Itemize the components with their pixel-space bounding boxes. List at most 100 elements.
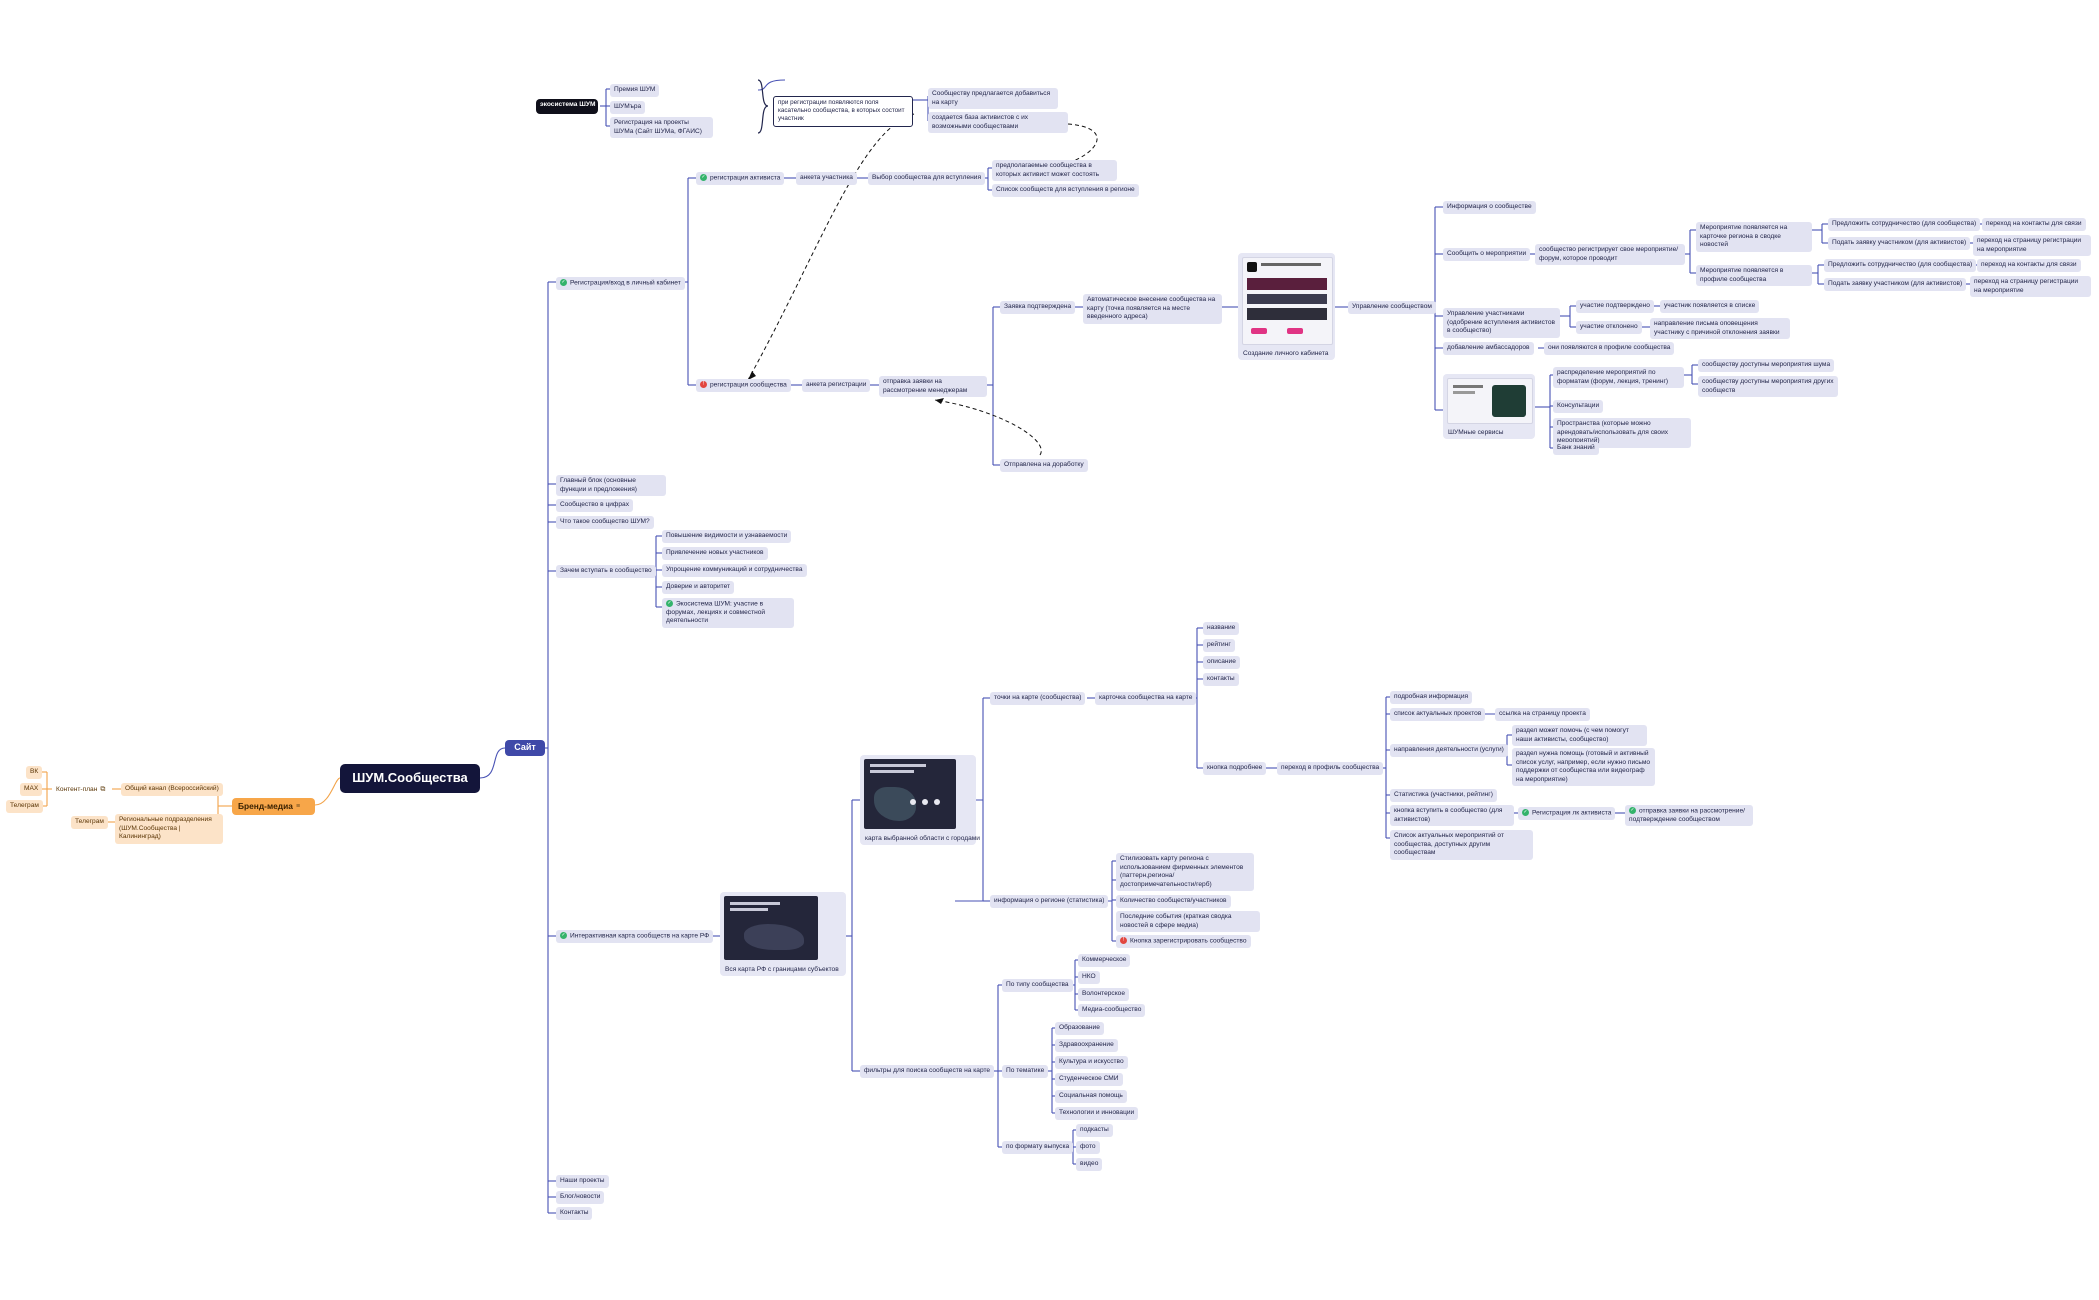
why-node[interactable]: Зачем вступать в сообщество: [556, 565, 656, 578]
topic-item-culture[interactable]: Культура и искусство: [1055, 1056, 1128, 1069]
req2-go-node[interactable]: переход на страницу регистрации на мероп…: [1970, 276, 2091, 298]
profile-item-details[interactable]: подробная информация: [1390, 691, 1473, 704]
card-item-name[interactable]: название: [1203, 622, 1240, 635]
events-node[interactable]: Сообщить о мероприятии: [1443, 248, 1531, 261]
req2-node[interactable]: Подать заявку участником (для активистов…: [1824, 278, 1967, 291]
svc-distribution-node[interactable]: распределение мероприятий по форматам (ф…: [1553, 367, 1684, 389]
points-node[interactable]: точки на карте (сообщества): [990, 692, 1086, 705]
main-block-node[interactable]: Главный блок (основные функции и предлож…: [556, 475, 666, 497]
svc-d1-node[interactable]: сообществу доступны мероприятия шума: [1698, 359, 1835, 372]
coop1-go-node[interactable]: переход на контакты для связи: [1982, 218, 2086, 231]
type-item-nko[interactable]: НКО: [1078, 971, 1100, 984]
activist-reg-node[interactable]: ✓регистрация активиста: [696, 172, 785, 185]
map-node[interactable]: ✓Интерактивная карта сообществ на карте …: [556, 930, 714, 943]
eco-item-registration[interactable]: Регистрация на проекты ШУМа (Сайт ШУМа, …: [610, 117, 713, 139]
vk-node[interactable]: ВК: [26, 766, 43, 779]
svc-knowledge-node[interactable]: Банк знаний: [1553, 442, 1599, 455]
brand-media-node[interactable]: Бренд-медиа≡: [232, 798, 315, 815]
why-item-members[interactable]: Привлечение новых участников: [662, 547, 768, 560]
ambassadors-result[interactable]: они появляются в профиле сообщества: [1544, 342, 1675, 355]
member-no-result[interactable]: направление письма оповещения участнику …: [1650, 318, 1790, 340]
root-node[interactable]: ШУМ.Сообщества: [340, 764, 480, 793]
activist-form-node[interactable]: анкета участника: [796, 172, 857, 185]
community-form-node[interactable]: анкета регистрации: [802, 379, 871, 392]
join-reg-node[interactable]: ✓Регистрация лк активиста: [1518, 807, 1616, 820]
coop1-node[interactable]: Предложить сотрудничество (для сообществ…: [1828, 218, 1981, 231]
manage-node[interactable]: Управление сообществом: [1348, 301, 1436, 314]
project-link-node[interactable]: ссылка на страницу проекта: [1495, 708, 1590, 721]
stats-item-news[interactable]: Последние события (краткая сводка новост…: [1116, 911, 1260, 933]
more-button-node[interactable]: кнопка подробнее: [1203, 762, 1267, 775]
filter-topic-node[interactable]: По тематике: [1002, 1065, 1049, 1078]
topic-item-health[interactable]: Здравоохранение: [1055, 1039, 1118, 1052]
why-item-communication[interactable]: Упрощение коммуникаций и сотрудничества: [662, 564, 807, 577]
stats-node[interactable]: информация о регионе (статистика): [990, 895, 1109, 908]
events-reg-node[interactable]: сообщество регистрирует свое мероприятие…: [1535, 244, 1685, 266]
eco-item-shumera[interactable]: ШУМъра: [610, 101, 646, 114]
send-request-node[interactable]: отправка заявки на рассмотрение менеджер…: [879, 376, 987, 398]
type-item-media[interactable]: Медиа-сообщество: [1078, 1004, 1146, 1017]
type-item-commercial[interactable]: Коммерческое: [1078, 954, 1131, 967]
stats-item-count[interactable]: Количество сообществ/участников: [1116, 895, 1231, 908]
card-item-contacts[interactable]: контакты: [1203, 673, 1239, 686]
members-node[interactable]: Управление участниками (одобрение вступл…: [1443, 308, 1560, 338]
rf-map-card[interactable]: Вся карта РФ с границами субъектов: [720, 892, 846, 976]
filter-format-node[interactable]: по формату выпуска: [1002, 1141, 1074, 1154]
rework-node[interactable]: Отправлена на доработку: [1000, 459, 1088, 472]
approved-node[interactable]: Заявка подтверждена: [1000, 301, 1076, 314]
why-item-trust[interactable]: Доверие и авторитет: [662, 581, 735, 594]
filters-node[interactable]: фильтры для поиска сообществ на карте: [860, 1065, 995, 1078]
profile-item-projects[interactable]: список актуальных проектов: [1390, 708, 1486, 721]
profile-node[interactable]: переход в профиль сообщества: [1277, 762, 1384, 775]
projects-node[interactable]: Наши проекты: [556, 1175, 609, 1188]
svc-consult-node[interactable]: Консультации: [1553, 400, 1604, 413]
general-channel-node[interactable]: Общий канал (Всероссийский): [121, 783, 223, 796]
auto-add-node[interactable]: Автоматическое внесение сообщества на ка…: [1083, 294, 1222, 324]
member-ok-result[interactable]: участник появляется в списке: [1660, 300, 1760, 313]
cabinet-card[interactable]: Создание личного кабинета: [1238, 253, 1335, 360]
stats-item-style[interactable]: Стилизовать карту региона с использовани…: [1116, 853, 1254, 892]
numbers-node[interactable]: Сообщество в цифрах: [556, 499, 633, 512]
req1-go-node[interactable]: переход на страницу регистрации на мероп…: [1973, 235, 2091, 257]
stats-item-register-button[interactable]: !Кнопка зарегистрировать сообщество: [1116, 935, 1251, 948]
card-item-description[interactable]: описание: [1203, 656, 1240, 669]
choose-list-node[interactable]: Список сообществ для вступления в регион…: [992, 184, 1139, 197]
regional-node[interactable]: Региональные подразделения (ШУМ.Сообщест…: [115, 814, 223, 844]
req1-node[interactable]: Подать заявку участником (для активистов…: [1828, 237, 1971, 250]
region-map-card[interactable]: карта выбранной области с городами: [860, 755, 980, 845]
profile-item-stats[interactable]: Статистика (участники, рейтинг): [1390, 789, 1497, 802]
profile-item-join[interactable]: кнопка вступить в сообщество (для активи…: [1390, 805, 1514, 827]
services-card[interactable]: ШУМные сервисы: [1443, 374, 1535, 439]
contacts-node[interactable]: Контакты: [556, 1207, 593, 1220]
telegram-node-2[interactable]: Телеграм: [71, 816, 108, 829]
why-item-ecosystem[interactable]: ✓Экосистема ШУМ: участие в форумах, лекц…: [662, 598, 794, 628]
topic-item-education[interactable]: Образование: [1055, 1022, 1104, 1035]
format-item-photo[interactable]: фото: [1076, 1141, 1100, 1154]
card-node[interactable]: карточка сообщества на карте: [1095, 692, 1197, 705]
format-item-video[interactable]: видео: [1076, 1158, 1103, 1171]
eco-base[interactable]: создается база активистов с их возможным…: [928, 112, 1068, 134]
filter-type-node[interactable]: По типу сообщества: [1002, 979, 1073, 992]
svc-d2-node[interactable]: сообществу доступны мероприятия других с…: [1698, 376, 1838, 398]
eco-offer[interactable]: Сообществу предлагается добавиться на ка…: [928, 88, 1058, 110]
info-node[interactable]: Информация о сообществе: [1443, 201, 1536, 214]
choose-community-node[interactable]: Выбор сообщества для вступления: [868, 172, 986, 185]
event-news-node[interactable]: Мероприятие появляется на карточке регио…: [1696, 222, 1812, 252]
telegram-node-1[interactable]: Телеграм: [6, 800, 43, 813]
type-item-volunteer[interactable]: Волонтерское: [1078, 988, 1130, 1001]
direction-help-offer[interactable]: раздел может помочь (с чем помогут наши …: [1512, 725, 1647, 747]
card-item-rating[interactable]: рейтинг: [1203, 639, 1235, 652]
site-node[interactable]: Сайт: [505, 740, 545, 756]
profile-item-events[interactable]: Список актуальных мероприятий от сообщес…: [1390, 830, 1533, 860]
coop2-node[interactable]: Предложить сотрудничество (для сообществ…: [1824, 259, 1977, 272]
ambassadors-node[interactable]: добавление амбассадоров: [1443, 342, 1534, 355]
topic-item-student-media[interactable]: Студенческое СМИ: [1055, 1073, 1123, 1086]
community-reg-node[interactable]: !регистрация сообщества: [696, 379, 791, 392]
format-item-podcasts[interactable]: подкасты: [1076, 1124, 1113, 1137]
member-ok-node[interactable]: участие подтверждено: [1576, 300, 1654, 313]
coop2-go-node[interactable]: переход на контакты для связи: [1977, 259, 2081, 272]
join-send-node[interactable]: ✓отправка заявки на рассмотрение/подтвер…: [1625, 805, 1753, 827]
profile-item-directions[interactable]: направления деятельности (услуги): [1390, 744, 1508, 757]
topic-item-tech[interactable]: Технологии и инновации: [1055, 1107, 1139, 1120]
content-plan-node[interactable]: Контент-план⧉: [52, 783, 109, 797]
